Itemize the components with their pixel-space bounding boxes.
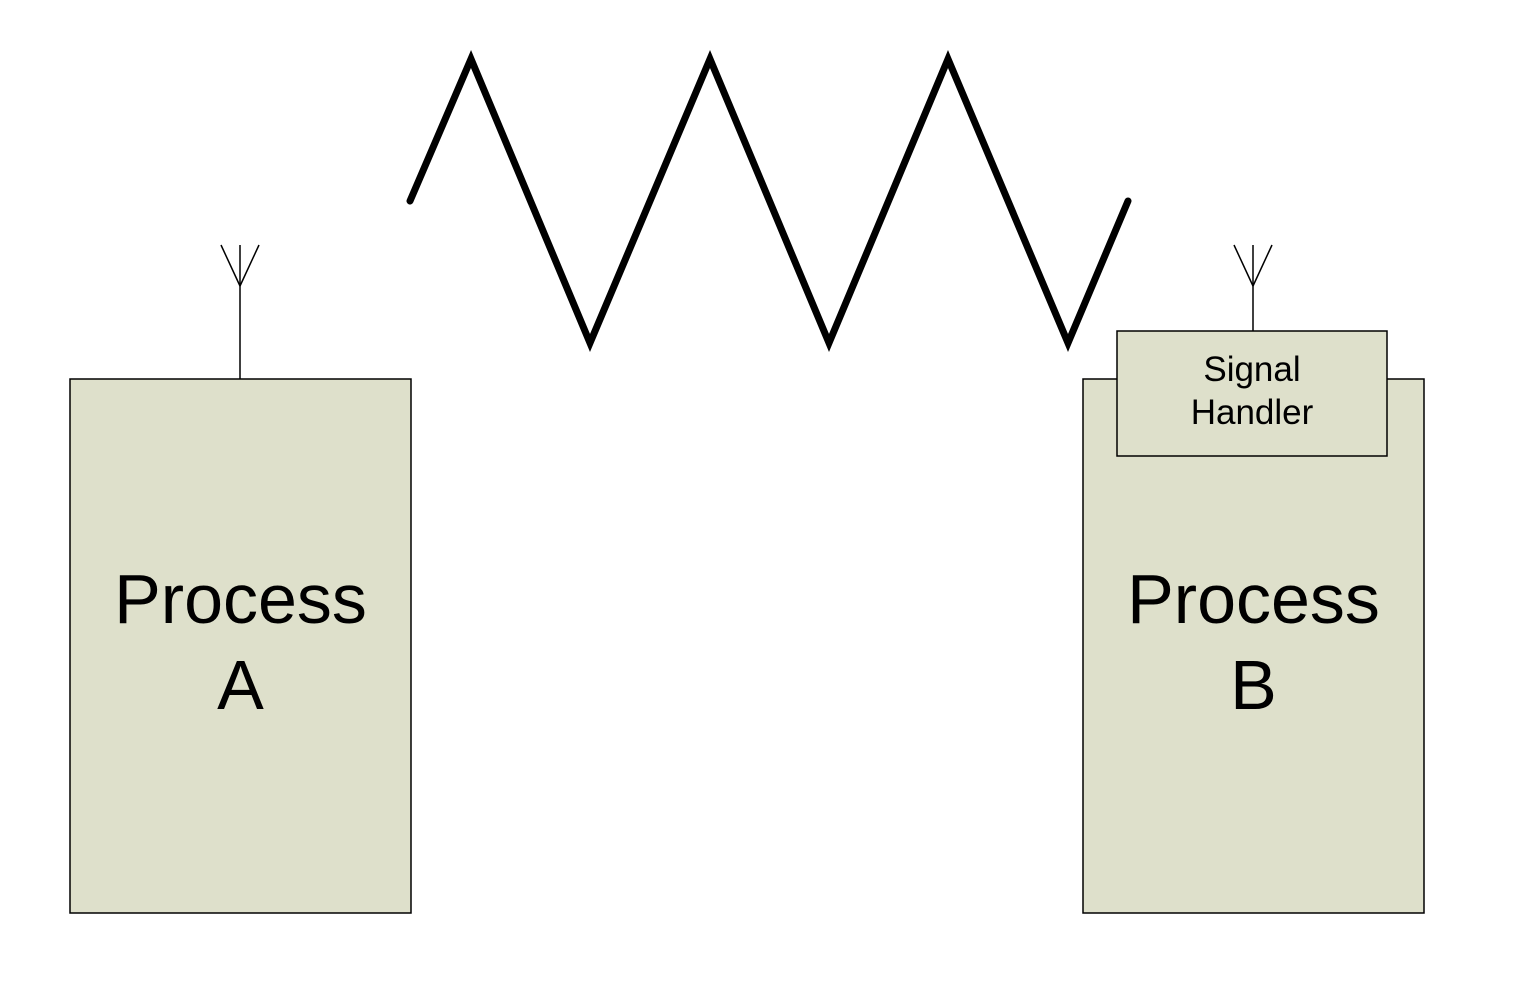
signal-handler-label: Signal Handler (1117, 348, 1387, 434)
process-b-box (1082, 378, 1425, 914)
process-b-letter: B (1230, 646, 1277, 724)
antenna-icon (1233, 244, 1273, 331)
process-a-letter: A (217, 646, 264, 724)
process-a-label: Process A (70, 556, 411, 728)
signal-wave (406, 49, 1132, 353)
antenna-icon (220, 244, 260, 379)
process-a-title: Process (114, 560, 367, 638)
signal-handler-box (1116, 330, 1388, 457)
process-b-label: Process B (1083, 556, 1424, 728)
signal-handler-line1: Signal (1203, 350, 1301, 389)
signal-handler-line2: Handler (1190, 393, 1314, 432)
process-a-box (69, 378, 412, 914)
process-b-title: Process (1127, 560, 1380, 638)
